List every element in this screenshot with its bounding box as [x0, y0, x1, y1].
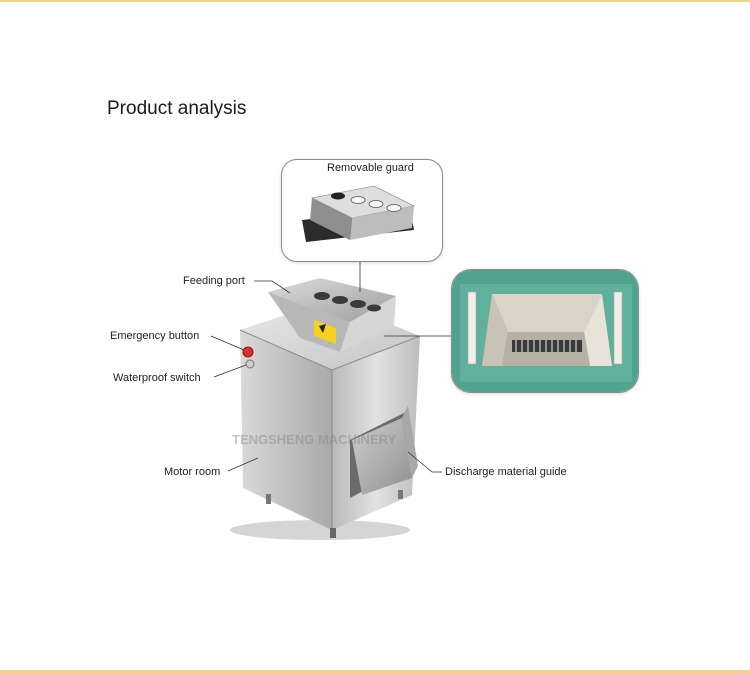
right-rail — [613, 291, 623, 365]
guard-front — [350, 206, 414, 240]
feed-hole — [314, 292, 330, 300]
discharge-material-guide-label: Discharge material guide — [445, 466, 567, 478]
feed-hole — [367, 304, 381, 312]
interior-blades-callout — [451, 269, 639, 393]
bottom-accent-border — [0, 670, 750, 673]
top-accent-border — [0, 0, 750, 2]
waterproof-switch-shape — [245, 359, 255, 369]
left-rail — [467, 291, 477, 365]
emergency-button-label: Emergency button — [110, 330, 200, 342]
leg — [398, 490, 403, 499]
removable-guard-label: Removable guard — [327, 162, 414, 174]
leg — [266, 494, 271, 504]
interior-wall — [492, 294, 602, 332]
feeding-port-label: Feeding port — [183, 275, 245, 287]
feed-hole — [350, 300, 366, 308]
machine-left-face — [240, 330, 332, 530]
floor-shadow — [230, 520, 410, 540]
emergency-button-shape — [242, 346, 254, 358]
feed-hole — [332, 296, 348, 304]
motor-room-label: Motor room — [164, 466, 221, 478]
removable-guard-callout — [281, 159, 443, 262]
leg — [330, 528, 336, 538]
discharge-chute — [352, 418, 412, 495]
watermark-text: TENGSHENG MACHINERY — [232, 432, 397, 447]
waterproof-switch-label: Waterproof switch — [113, 372, 201, 384]
hopper-front — [340, 296, 396, 352]
guard-side — [310, 198, 352, 240]
page-title: Product analysis — [107, 98, 247, 119]
